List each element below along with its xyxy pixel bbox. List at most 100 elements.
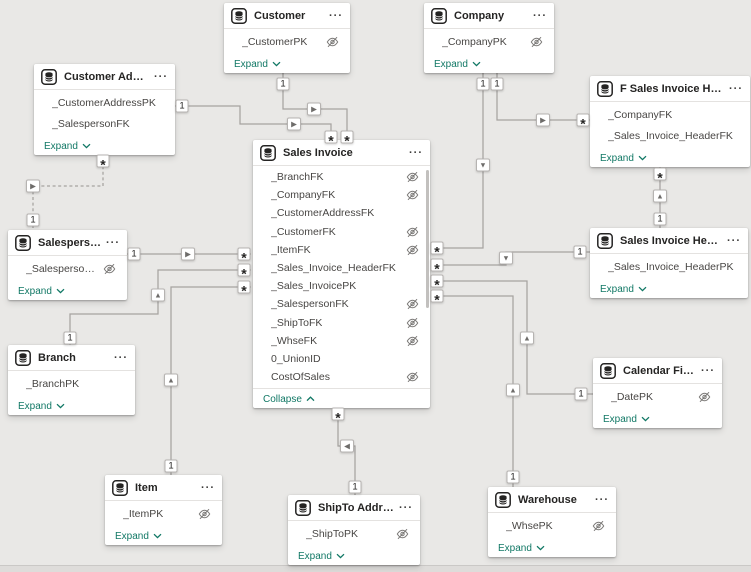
table-header[interactable]: Sales Invoice Header··· xyxy=(590,228,748,254)
eye-off-icon[interactable] xyxy=(326,36,339,48)
eye-off-icon[interactable] xyxy=(530,36,543,48)
expand-button[interactable]: Expand xyxy=(600,284,647,295)
field-row[interactable]: _CompanyPK xyxy=(424,31,554,52)
table-header[interactable]: F Sales Invoice Header··· xyxy=(590,76,750,102)
table-header[interactable]: Company··· xyxy=(424,3,554,29)
vertical-scrollbar[interactable] xyxy=(426,170,429,308)
relationship-line-sales-invoice-header-to-sales-invoice[interactable] xyxy=(432,251,590,266)
expand-button[interactable]: Expand xyxy=(603,414,650,425)
eye-off-icon[interactable] xyxy=(406,335,419,347)
field-row[interactable]: _ItemPK xyxy=(105,503,222,524)
eye-off-icon[interactable] xyxy=(698,391,711,403)
eye-off-icon[interactable] xyxy=(103,263,116,275)
table-card-sales-invoice-header[interactable]: Sales Invoice Header···_Sales_Invoice_He… xyxy=(590,228,748,298)
expand-button[interactable]: Expand xyxy=(44,141,91,152)
table-header[interactable]: ShipTo Address··· xyxy=(288,495,420,521)
expand-button[interactable]: Expand xyxy=(18,401,65,412)
more-options-button[interactable]: ··· xyxy=(533,9,547,22)
relationship-line-company-to-f-sales-invoice-header[interactable] xyxy=(496,72,590,121)
field-row[interactable]: _DatePK xyxy=(593,386,722,407)
eye-off-icon[interactable] xyxy=(406,189,419,201)
more-options-button[interactable]: ··· xyxy=(154,70,168,83)
more-options-button[interactable]: ··· xyxy=(329,9,343,22)
expand-button[interactable]: Expand xyxy=(498,543,545,554)
eye-off-icon[interactable] xyxy=(406,226,419,238)
relationship-line-shipto-address-to-sales-invoice[interactable] xyxy=(337,407,356,495)
table-card-customer-address[interactable]: Customer Address···_CustomerAddressPK_Sa… xyxy=(34,64,175,155)
more-options-button[interactable]: ··· xyxy=(727,234,741,247)
table-card-calendar-fiscal[interactable]: Calendar Fiscal···_DatePK Expand xyxy=(593,358,722,428)
field-row[interactable]: _BranchPK xyxy=(8,373,135,394)
expand-button[interactable]: Expand xyxy=(115,531,162,542)
table-card-sales-invoice[interactable]: Sales Invoice···_BranchFK_CompanyFK_Cust… xyxy=(253,140,430,409)
eye-off-icon[interactable] xyxy=(406,244,419,256)
more-options-button[interactable]: ··· xyxy=(701,364,715,377)
field-row[interactable]: _CustomerFK xyxy=(253,223,430,241)
expand-button[interactable]: Expand xyxy=(600,153,647,164)
expand-button[interactable]: Expand xyxy=(18,286,65,297)
table-card-f-sales-invoice-header[interactable]: F Sales Invoice Header···_CompanyFK_Sale… xyxy=(590,76,750,167)
table-card-company[interactable]: Company···_CompanyPK Expand xyxy=(424,3,554,73)
field-row[interactable]: _ShipToPK xyxy=(288,523,420,544)
more-options-button[interactable]: ··· xyxy=(114,351,128,364)
field-row[interactable]: _CompanyFK xyxy=(590,104,750,125)
relationship-line-customer-address-to-sales-invoice[interactable] xyxy=(175,105,332,144)
field-row[interactable]: _WhsePK xyxy=(488,515,616,536)
more-options-button[interactable]: ··· xyxy=(595,493,609,506)
field-row[interactable]: _ItemFK xyxy=(253,241,430,259)
table-card-item[interactable]: Item···_ItemPK Expand xyxy=(105,475,222,545)
field-row[interactable]: 0_UnionID xyxy=(253,350,430,368)
relationship-line-warehouse-to-sales-invoice[interactable] xyxy=(432,295,514,487)
eye-off-icon[interactable] xyxy=(406,371,419,383)
table-header[interactable]: Calendar Fiscal··· xyxy=(593,358,722,384)
field-row[interactable]: _Sales_Invoice_HeaderPK xyxy=(590,256,748,277)
eye-off-icon[interactable] xyxy=(198,508,211,520)
table-header[interactable]: Sales Invoice··· xyxy=(253,140,430,166)
field-row[interactable]: _Salesperson... xyxy=(8,258,127,279)
more-options-button[interactable]: ··· xyxy=(409,146,423,159)
eye-off-icon[interactable] xyxy=(406,171,419,183)
table-header[interactable]: Branch··· xyxy=(8,345,135,371)
more-options-button[interactable]: ··· xyxy=(106,236,120,249)
field-row[interactable]: _Sales_Invoice_HeaderFK xyxy=(253,259,430,277)
field-row[interactable]: _BranchFK xyxy=(253,168,430,186)
field-row[interactable]: _CustomerAddressPK xyxy=(34,92,175,113)
more-options-button[interactable]: ··· xyxy=(201,481,215,494)
table-card-customer[interactable]: Customer···_CustomerPK Expand xyxy=(224,3,350,73)
expand-button[interactable]: Expand xyxy=(298,551,345,562)
table-card-warehouse[interactable]: Warehouse···_WhsePK Expand xyxy=(488,487,616,557)
more-options-button[interactable]: ··· xyxy=(729,82,743,95)
table-header[interactable]: Item··· xyxy=(105,475,222,501)
eye-off-icon[interactable] xyxy=(406,317,419,329)
relationship-line-salesperson-to-customer-address-inactive[interactable] xyxy=(32,155,104,230)
field-row[interactable]: _CompanyFK xyxy=(253,186,430,204)
field-row[interactable]: _Sales_InvoicePK xyxy=(253,277,430,295)
field-row[interactable]: _CustomerPK xyxy=(224,31,350,52)
table-card-salesperson[interactable]: Salesperson···_Salesperson... Expand xyxy=(8,230,127,300)
table-header[interactable]: Customer Address··· xyxy=(34,64,175,90)
field-row[interactable]: _SalespersonFK xyxy=(34,113,175,134)
table-header[interactable]: Customer··· xyxy=(224,3,350,29)
field-row[interactable]: _WhseFK xyxy=(253,332,430,350)
field-row[interactable]: _CustomerAddressFK xyxy=(253,204,430,222)
table-header[interactable]: Salesperson··· xyxy=(8,230,127,256)
field-row[interactable]: _SalespersonFK xyxy=(253,295,430,313)
relationship-line-branch-to-sales-invoice[interactable] xyxy=(69,269,251,345)
relationship-line-company-to-sales-invoice[interactable] xyxy=(432,72,484,249)
field-row[interactable]: _Sales_Invoice_HeaderFK xyxy=(590,125,750,146)
eye-off-icon[interactable] xyxy=(592,520,605,532)
expand-button[interactable]: Expand xyxy=(434,59,481,70)
table-card-branch[interactable]: Branch···_BranchPK Expand xyxy=(8,345,135,415)
relationship-line-customer-to-sales-invoice[interactable] xyxy=(282,72,348,144)
collapse-button[interactable]: Collapse xyxy=(263,394,315,405)
table-card-shipto-address[interactable]: ShipTo Address···_ShipToPK Expand xyxy=(288,495,420,565)
more-options-button[interactable]: ··· xyxy=(399,501,413,514)
field-row[interactable]: CostOfSales xyxy=(253,368,430,386)
eye-off-icon[interactable] xyxy=(406,298,419,310)
expand-button[interactable]: Expand xyxy=(234,59,281,70)
table-header[interactable]: Warehouse··· xyxy=(488,487,616,513)
relationship-line-item-to-sales-invoice[interactable] xyxy=(170,286,251,475)
eye-off-icon[interactable] xyxy=(396,528,409,540)
field-row[interactable]: _ShipToFK xyxy=(253,314,430,332)
